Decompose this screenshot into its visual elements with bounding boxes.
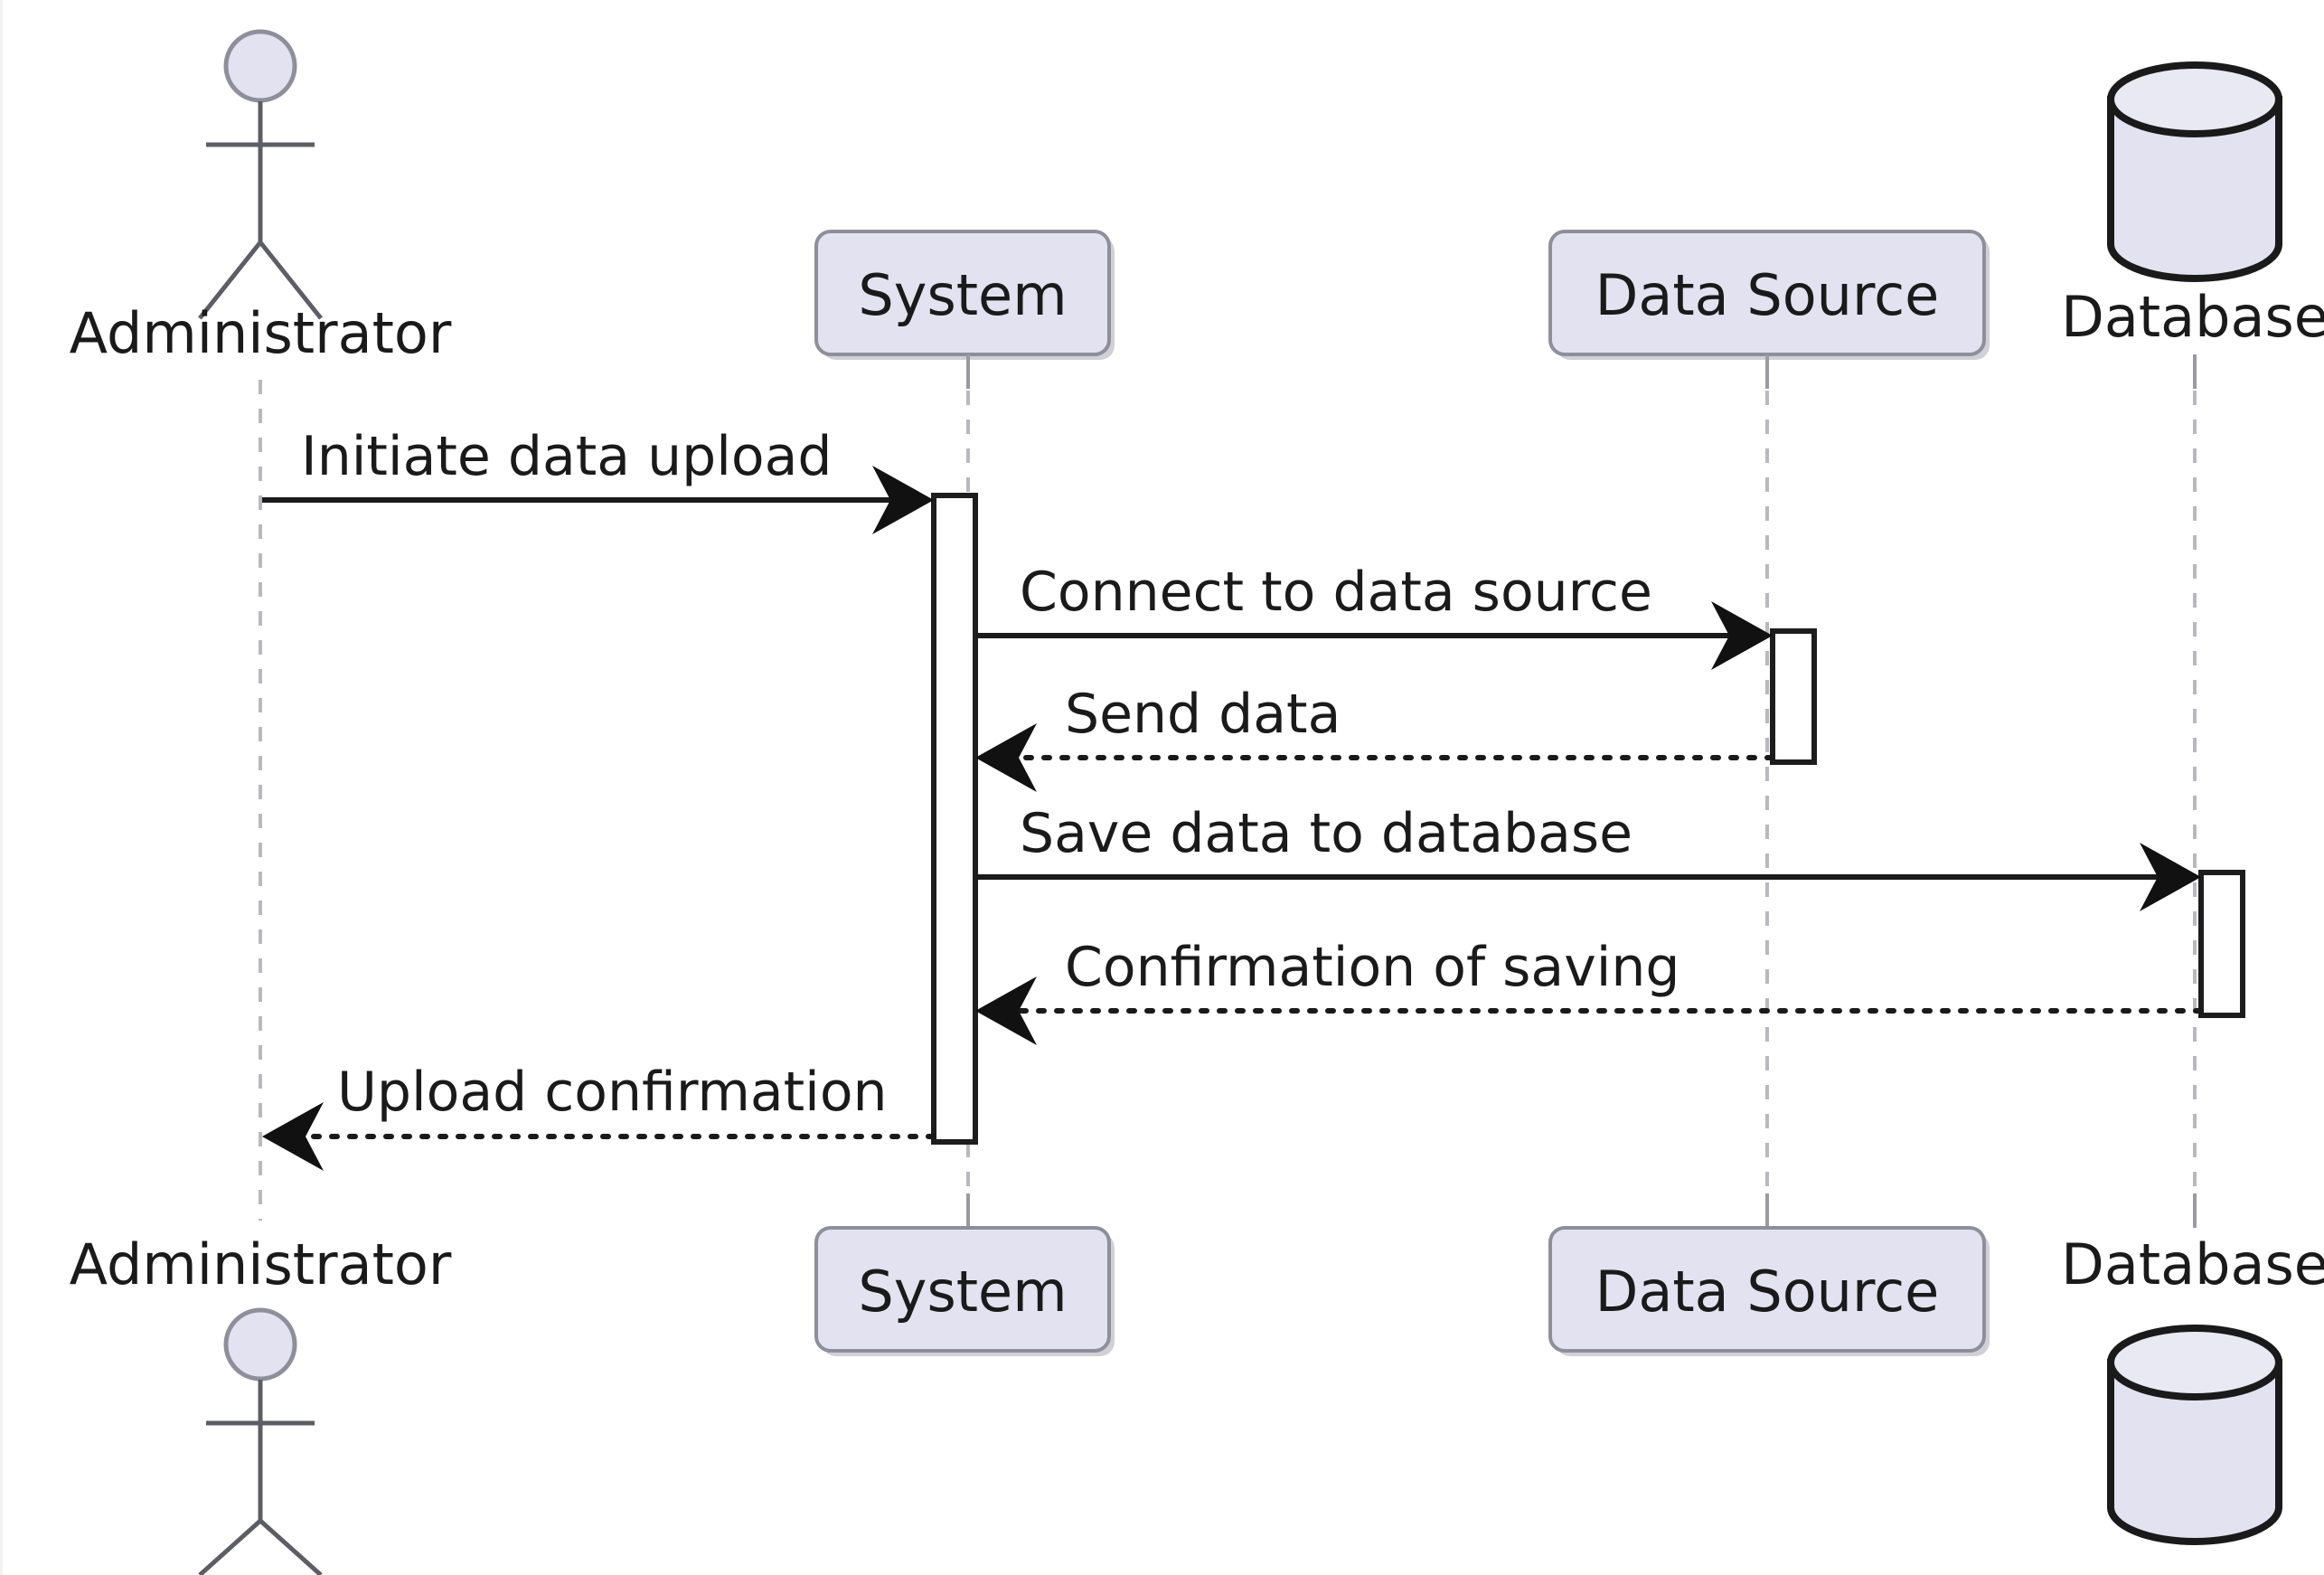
message-send-data[interactable]: Send data [975,683,1775,792]
actor-head-icon-bottom [223,1307,297,1382]
participant-label-data-source-top: Data Source [1595,262,1940,328]
participant-data-source-top[interactable]: Data Source [1548,230,1990,389]
arrowhead-left-send-data [975,723,1037,792]
participant-data-source-bottom[interactable]: Data Source [1548,1193,1990,1356]
database-cylinder-body-icon[interactable] [2107,96,2282,282]
participant-label-system-bottom: System [858,1259,1067,1325]
arrowhead-right-save-data-to-database [2140,843,2201,911]
message-confirmation-of-saving[interactable]: Confirmation of saving [975,936,2204,1045]
data-source-box-bottom[interactable] [1548,1226,1986,1353]
participant-label-data-source-bottom: Data Source [1595,1259,1940,1325]
participant-administrator-bottom[interactable]: Administrator [70,1231,452,1575]
activation-bars-group [931,493,2245,1145]
participant-label-administrator-bottom: Administrator [70,1231,452,1297]
participant-label-database-top: Database [2061,284,2324,350]
participant-database-top[interactable]: Database [2061,61,2324,389]
database-cylinder-body-icon-bottom[interactable] [2107,1359,2282,1545]
participant-label-system-top: System [858,262,1067,328]
database-cylinder-top-icon-bottom [2107,1325,2282,1401]
diagram-svg: Administrator System Data Source Databas… [70,29,2324,1575]
activation-bar-system[interactable] [931,493,978,1145]
system-box-top[interactable] [814,230,1111,356]
message-label-send-data: Send data [1065,683,1341,746]
participant-administrator-top[interactable]: Administrator [70,29,452,366]
participant-label-database-bottom: Database [2061,1231,2324,1297]
activation-bar-database[interactable] [2198,870,2245,1018]
message-label-confirmation-of-saving: Confirmation of saving [1065,936,1679,999]
actor-leg-left-icon-bottom [198,1519,262,1575]
message-label-save-data-to-database: Save data to database [1020,802,1632,865]
arrowhead-left-upload-confirmation [262,1102,324,1171]
message-label-initiate-data-upload: Initiate data upload [301,425,832,488]
participant-label-administrator-top: Administrator [70,300,452,366]
message-label-connect-to-data-source: Connect to data source [1020,561,1652,624]
message-connect-to-data-source[interactable]: Connect to data source [975,561,1773,670]
message-save-data-to-database[interactable]: Save data to database [975,802,2201,911]
actor-leg-left-icon [198,240,262,320]
participant-database-bottom[interactable]: Database [2061,1193,2324,1545]
arrowhead-right-initiate-data-upload [872,466,934,534]
message-upload-confirmation[interactable]: Upload confirmation [262,1061,936,1171]
actor-head-icon [223,29,297,103]
database-cylinder-top-icon [2107,61,2282,137]
lifelines-group [259,362,2197,1221]
actor-leg-right-icon-bottom [259,1519,323,1575]
arrowhead-right-connect-to-data-source [1711,601,1773,670]
actor-leg-right-icon [259,240,323,320]
participant-system-bottom[interactable]: System [814,1193,1115,1356]
arrowhead-left-confirmation-of-saving [975,976,1037,1045]
participant-system-top[interactable]: System [814,230,1115,389]
activation-bar-data-source[interactable] [1770,628,1817,765]
system-box-bottom[interactable] [814,1226,1111,1353]
message-initiate-data-upload[interactable]: Initiate data upload [262,425,934,534]
message-label-upload-confirmation: Upload confirmation [337,1061,888,1124]
